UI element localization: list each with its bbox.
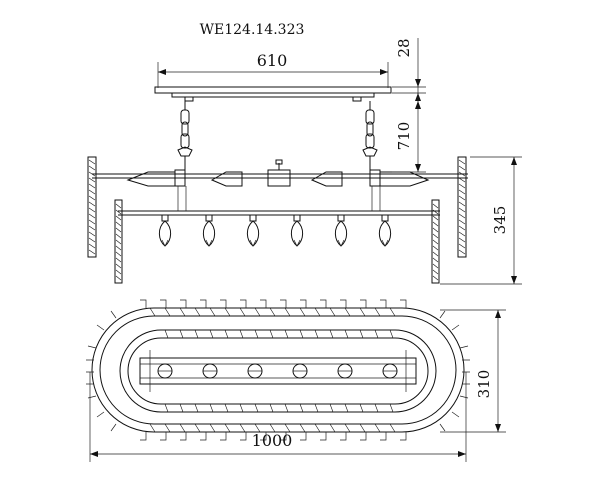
model-code-label: WE124.14.323: [200, 22, 305, 38]
bulb-ring-2: [202, 363, 218, 379]
candle-bulbs: [158, 214, 392, 247]
body-height-label: 345: [491, 206, 509, 235]
length-label: 1000: [252, 431, 293, 450]
top-view: 310 1000: [86, 299, 506, 462]
candle-bulb-1: [158, 214, 172, 247]
canopy-height-dimension: 28: [392, 38, 426, 101]
crystal-panel-inner-left: [114, 199, 123, 284]
bulb-ring-3: [247, 363, 263, 379]
suspension-chains: [177, 101, 378, 172]
canopy: [154, 86, 392, 102]
bulb-ring-6: [382, 363, 398, 379]
crystal-panel-inner-right: [431, 199, 440, 284]
canopy-height-label: 28: [395, 38, 413, 57]
canopy-width-dimension: 610: [157, 51, 389, 88]
outer-crystal-ring: [86, 299, 470, 441]
crystal-panel-outer-left: [87, 156, 97, 258]
candle-bulb-6: [378, 214, 392, 247]
chain-length-dimension: 710: [392, 93, 426, 173]
width-dimension: 310: [440, 309, 506, 433]
width-label: 310: [475, 370, 493, 399]
chain-length-label: 710: [395, 122, 413, 151]
candle-bulb-2: [202, 214, 216, 247]
length-dimension: 1000: [89, 372, 467, 462]
canopy-width-label: 610: [257, 51, 288, 70]
candle-bulb-4: [290, 214, 304, 247]
bulb-ring-4: [292, 363, 308, 379]
crystal-panel-outer-right: [457, 156, 467, 258]
side-view: 610: [87, 38, 522, 285]
bulb-ring-1: [157, 363, 173, 379]
inner-crystal-ring: [119, 329, 437, 413]
central-bar: [139, 350, 417, 392]
bulb-rings-top: [157, 363, 398, 379]
lower-bar: [118, 186, 440, 216]
upper-bar: [92, 159, 468, 187]
candle-bulb-5: [334, 214, 348, 247]
body-height-dimension: 345: [440, 156, 522, 285]
candle-bulb-3: [246, 214, 260, 247]
bulb-ring-5: [337, 363, 353, 379]
